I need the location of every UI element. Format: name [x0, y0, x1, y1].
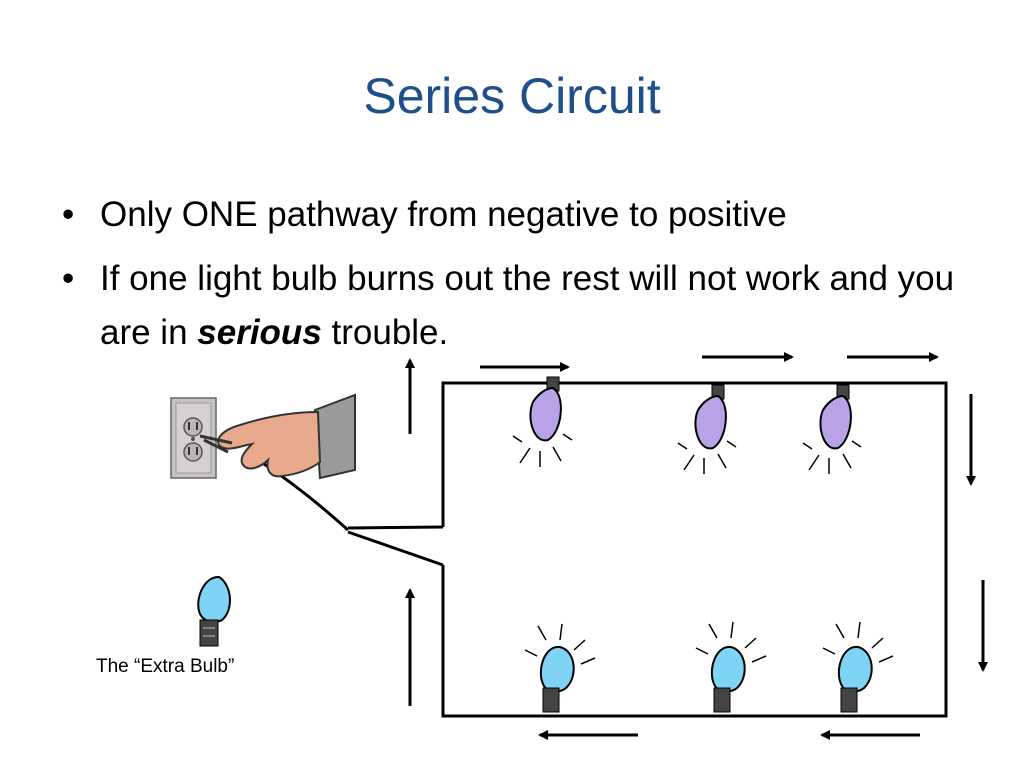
extra-bulb-caption: The “Extra Bulb” [96, 656, 235, 677]
extra-bulb-icon [197, 575, 231, 647]
bullet-text: Only ONE pathway from negative to positi… [100, 195, 787, 234]
bullet-text-start: If one light bulb burns out the rest wil… [100, 259, 955, 352]
hand-icon [199, 393, 356, 480]
current-arrows [405, 352, 988, 740]
bulb-icon [512, 376, 573, 467]
bulb-icon [695, 621, 767, 713]
bulb-icon [524, 623, 596, 713]
plug-wire-bottom [347, 530, 444, 567]
bullet-text: If one light bulb burns out the rest wil… [100, 252, 960, 360]
bullet-emphasis: serious [197, 313, 322, 352]
bullet-dot: • [62, 195, 75, 234]
bulb-icon [802, 384, 862, 474]
bulb-icon [677, 384, 737, 474]
circuit-loop-wire [441, 381, 948, 718]
slide-title: Series Circuit [363, 68, 661, 124]
bullet-dot: • [62, 259, 75, 298]
bullet-text-end: trouble. [321, 313, 449, 352]
bulb-icon [822, 621, 894, 713]
plug-wire-top [347, 525, 444, 530]
